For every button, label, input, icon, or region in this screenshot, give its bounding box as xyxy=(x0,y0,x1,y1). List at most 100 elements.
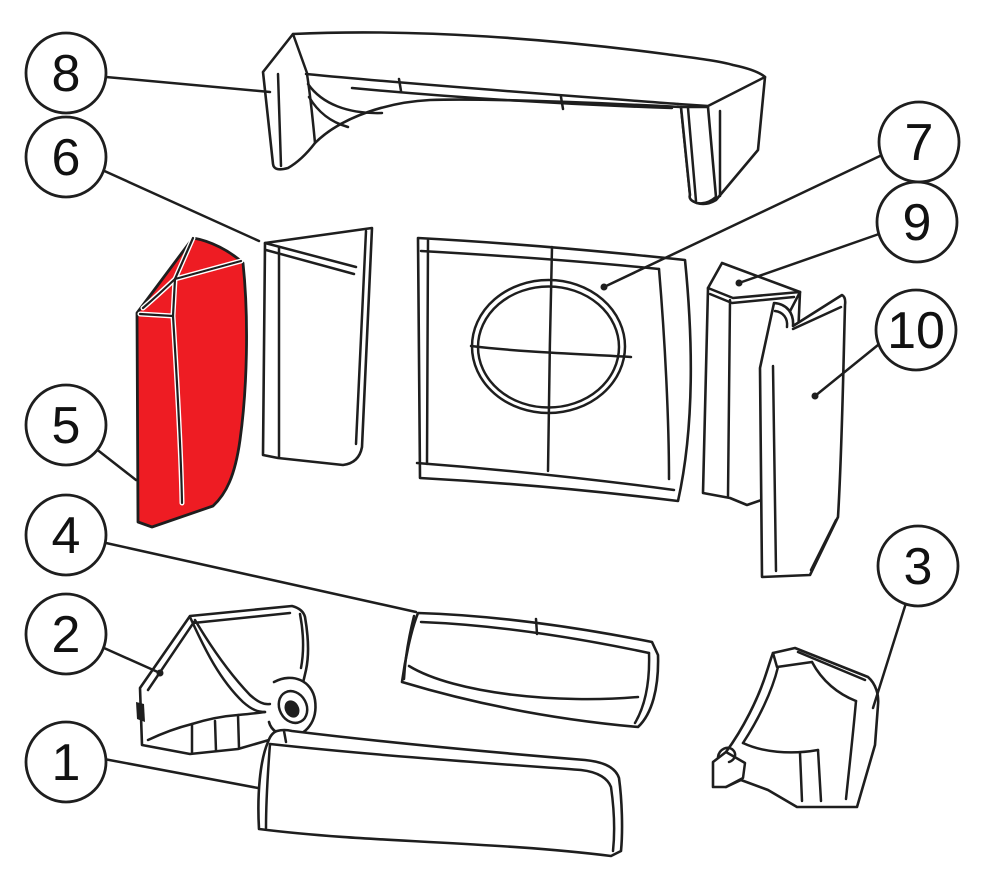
part-7 xyxy=(415,236,693,503)
callout-6-label: 6 xyxy=(52,129,81,187)
leader-line-7 xyxy=(602,153,884,289)
part-4 xyxy=(400,611,660,729)
callout-6: 6 xyxy=(24,115,261,243)
part-8-left-end-edge xyxy=(291,32,309,75)
callout-3: 3 xyxy=(871,524,960,710)
part-3-vert-1 xyxy=(798,751,804,803)
callout-2-label: 2 xyxy=(52,606,81,664)
part-5-edges xyxy=(137,235,244,506)
part-7-crease xyxy=(657,267,671,481)
part-3-foot-curl xyxy=(716,746,737,764)
leader-line-3 xyxy=(871,601,908,710)
callout-9: 9 xyxy=(735,180,959,287)
part-2-tick-3 xyxy=(236,713,241,750)
part-7-left-inner xyxy=(425,238,430,466)
part-3-foot-edges xyxy=(724,750,747,789)
callout-5-label: 5 xyxy=(52,397,81,455)
part-8-left-leg-line xyxy=(276,72,283,168)
part-4-left-cap xyxy=(402,614,416,681)
leader-line-2 xyxy=(102,646,162,675)
part-8-fillet-1 xyxy=(306,82,384,115)
part-1-inner-edge xyxy=(264,742,616,853)
part-9-bevel xyxy=(708,292,796,305)
part-2-bowl-bottom xyxy=(146,710,267,742)
callout-1-label: 1 xyxy=(52,734,81,792)
leader-line-6 xyxy=(98,167,261,243)
part-4-bowl xyxy=(407,664,640,701)
part-10-top-strip xyxy=(791,305,843,331)
part-8-left-leg-edge xyxy=(305,72,317,145)
leader-line-10 xyxy=(813,343,880,398)
leader-line-5 xyxy=(93,446,138,482)
callout-5-circle xyxy=(24,383,108,467)
callout-4: 4 xyxy=(24,493,418,614)
part-2-top-band xyxy=(191,611,292,625)
callout-10: 10 xyxy=(811,288,958,400)
callout-1-circle xyxy=(24,720,108,804)
part-4-right-inner xyxy=(633,651,651,725)
callout-8-circle xyxy=(24,31,108,115)
leader-dot-2 xyxy=(156,669,164,677)
part-3-bowl-edge xyxy=(810,660,858,703)
leader-line-1 xyxy=(102,757,260,790)
part-10 xyxy=(758,293,847,579)
callout-4-label: 4 xyxy=(52,507,81,565)
part-6-bevel xyxy=(264,248,356,276)
part-1 xyxy=(257,728,624,858)
callout-2-circle xyxy=(24,592,108,676)
part-4-seam xyxy=(534,617,539,636)
part-9-top-edges xyxy=(706,286,802,300)
part-7-chord xyxy=(469,344,633,359)
part-8 xyxy=(261,31,767,206)
part-10-divider xyxy=(771,364,778,573)
callout-10-circle xyxy=(874,288,958,372)
part-2-tick-2 xyxy=(213,719,218,753)
part-3-saddle-inner xyxy=(741,665,780,745)
part-8-right-leg-line xyxy=(686,106,698,203)
callout-9-circle xyxy=(875,180,959,264)
callout-3-label: 3 xyxy=(904,538,933,596)
part-2 xyxy=(136,604,317,756)
callout-4-circle xyxy=(24,493,108,577)
leader-dot-7 xyxy=(600,283,608,291)
part-9-divider xyxy=(726,298,732,498)
part-3-face-vertical xyxy=(844,699,858,801)
part-5-outline xyxy=(135,236,248,529)
callout-1: 1 xyxy=(24,720,260,804)
part-1-outline xyxy=(257,728,624,858)
part-1-left-cap xyxy=(282,729,288,744)
part-7-outline xyxy=(416,236,693,503)
part-2-boss-center xyxy=(284,700,300,718)
callout-9-label: 9 xyxy=(903,194,932,252)
part-8-top-front-edge xyxy=(304,72,680,106)
part-2-saddle-1 xyxy=(188,615,267,714)
part-4-top-strip xyxy=(419,620,651,655)
part-2-saddle-2 xyxy=(193,618,272,706)
part-8-strip-tick-1 xyxy=(397,77,403,93)
part-6-outline xyxy=(261,226,374,467)
part-3 xyxy=(711,646,880,809)
part-2-notch xyxy=(136,702,145,722)
leader-line-8 xyxy=(104,75,272,94)
callout-8-label: 8 xyxy=(52,45,81,103)
part-8-strip-line xyxy=(350,86,674,110)
part-3-bowl-bottom xyxy=(741,741,820,754)
part-3-band-inner xyxy=(796,650,867,682)
leader-line-4 xyxy=(104,541,418,614)
part-3-topface-front xyxy=(771,651,814,669)
part-10-notch-inner xyxy=(773,309,789,329)
part-6-right-inner xyxy=(354,229,368,446)
part-10-outline xyxy=(758,293,847,579)
callout-6-circle xyxy=(24,115,108,199)
callout-2: 2 xyxy=(24,592,164,677)
part-3-vert-2 xyxy=(816,748,823,803)
callout-5: 5 xyxy=(24,383,138,482)
part-5-highlighted xyxy=(135,235,248,529)
callout-8: 8 xyxy=(24,31,272,115)
part-10-bottom-bevel xyxy=(809,518,838,572)
callout-10-label: 10 xyxy=(887,302,945,360)
leader-dot-10 xyxy=(811,392,819,400)
part-2-left-inner xyxy=(146,620,196,692)
